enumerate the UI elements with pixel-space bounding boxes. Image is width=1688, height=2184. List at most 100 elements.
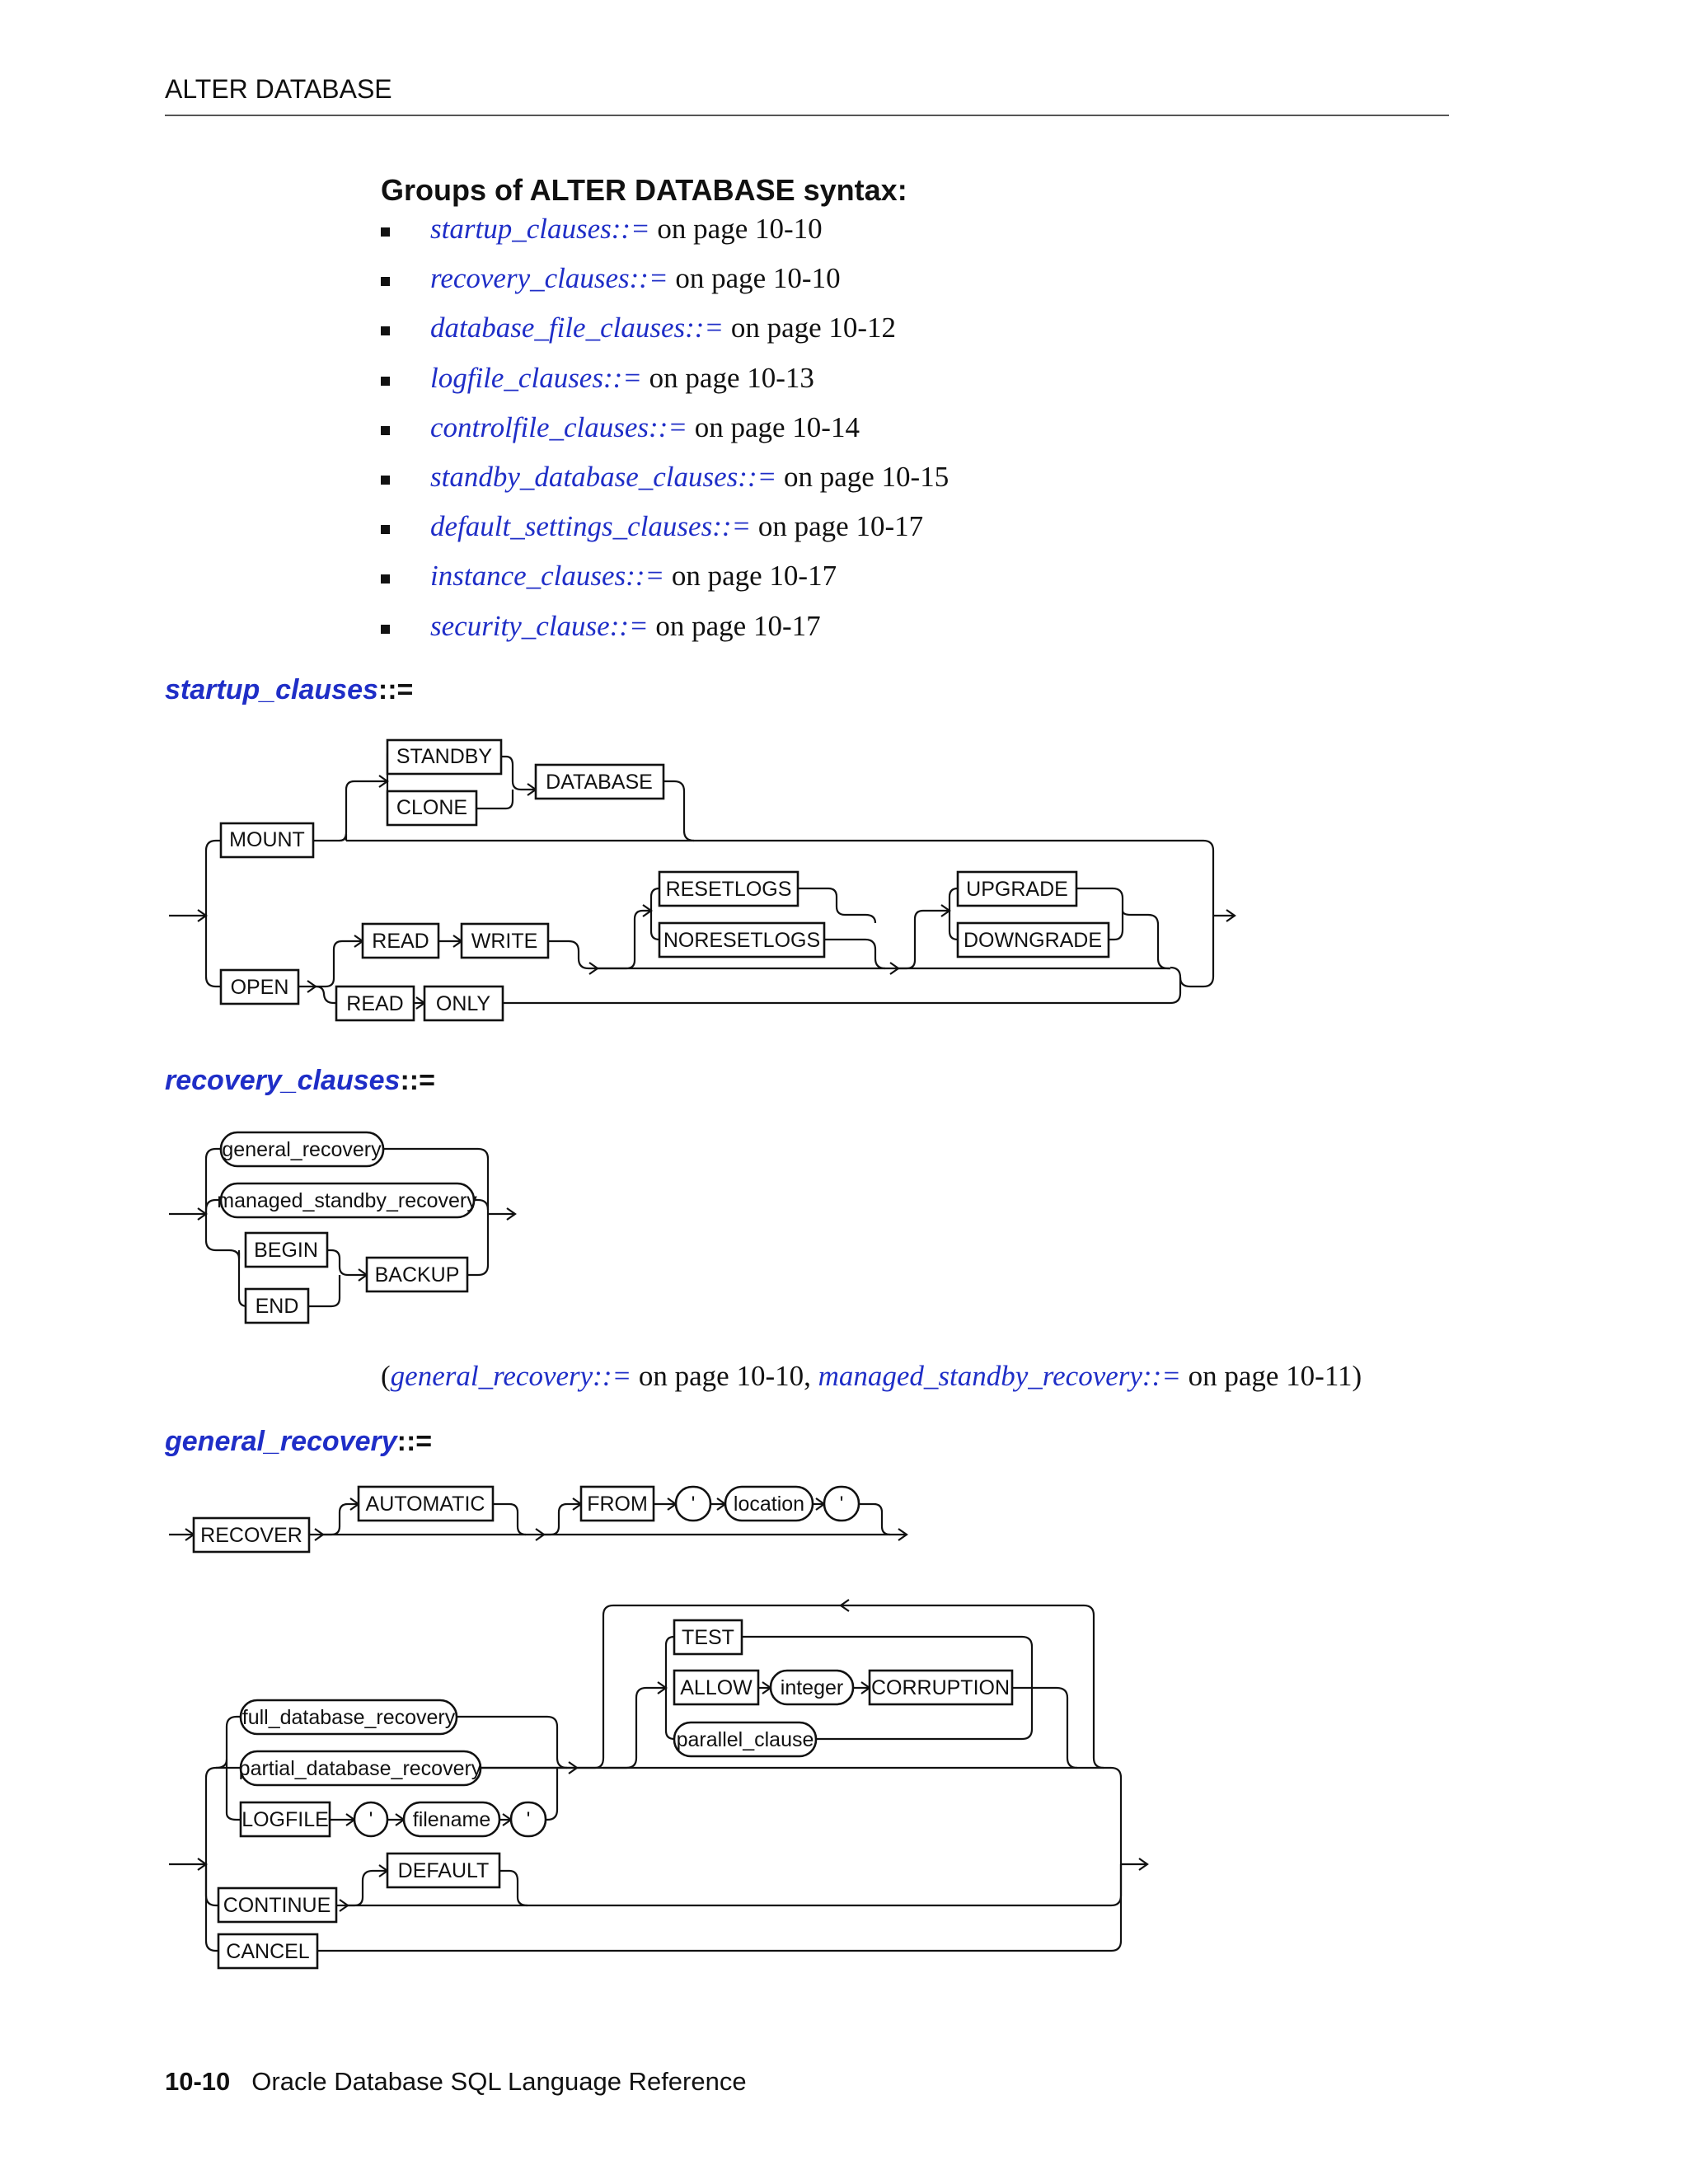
database-file-clauses-link[interactable]: database_file_clauses::= — [430, 312, 724, 344]
parallel-clause-label: parallel_clause — [677, 1728, 814, 1751]
startup-clauses-heading[interactable]: startup_clauses::= — [165, 674, 413, 706]
instance-clauses-link[interactable]: instance_clauses::= — [430, 560, 665, 593]
location-label: location — [734, 1493, 804, 1516]
upgrade-label: UPGRADE — [966, 878, 1068, 901]
open-label: OPEN — [231, 976, 289, 999]
bullet-icon — [381, 574, 390, 584]
heading-operator: ::= — [377, 674, 414, 705]
resetlogs-box — [658, 870, 799, 907]
general-recovery-heading[interactable]: general_recovery::= — [165, 1426, 432, 1458]
recovery-xref: (general_recovery::= on page 10-10, mana… — [381, 1360, 1362, 1393]
logfile-clauses-link[interactable]: logfile_clauses::= — [430, 361, 642, 394]
quote-box — [353, 1801, 389, 1838]
test-label: TEST — [682, 1626, 734, 1649]
page-ref: on page 10-12 — [730, 312, 897, 344]
automatic-box — [357, 1485, 495, 1522]
read-label: READ — [372, 930, 429, 953]
database-box — [534, 763, 665, 800]
list-item: standby_database_clauses::= on page 10-1… — [381, 457, 949, 507]
automatic-label: AUTOMATIC — [366, 1493, 485, 1516]
recover-box — [192, 1516, 311, 1554]
standby-database-clauses-link[interactable]: standby_database_clauses::= — [430, 460, 777, 493]
continue-label: CONTINUE — [223, 1894, 331, 1917]
noresetlogs-label: NORESETLOGS — [663, 929, 820, 952]
default-settings-clauses-link[interactable]: default_settings_clauses::= — [430, 510, 752, 543]
startup-clauses-link[interactable]: startup_clauses::= — [430, 213, 650, 245]
controlfile-clauses-link[interactable]: controlfile_clauses::= — [430, 410, 687, 443]
list-item: recovery_clauses::= on page 10-10 — [381, 259, 949, 308]
downgrade-label: DOWNGRADE — [964, 929, 1102, 952]
filename-label: filename — [413, 1808, 491, 1831]
heading-operator: ::= — [396, 1426, 433, 1457]
noresetlogs-box — [658, 921, 826, 958]
partial-database-recovery-label: partial_database_recovery — [239, 1757, 482, 1780]
general-recovery-diagram: RECOVER AUTOMATIC FROM ' location ' TEST… — [169, 1485, 1149, 1970]
recovery-clauses-heading[interactable]: recovery_clauses::= — [165, 1065, 435, 1097]
general-recovery-link[interactable]: general_recovery::= — [390, 1360, 632, 1392]
partial-database-recovery-box — [239, 1750, 482, 1787]
quote-label: ' — [369, 1808, 373, 1831]
groups-title: Groups of ALTER DATABASE syntax: — [381, 173, 907, 207]
bullet-icon — [381, 624, 390, 634]
page-ref: on page 10-17 — [671, 560, 837, 593]
full-database-recovery-box — [239, 1699, 458, 1736]
security-clause-link[interactable]: security_clause::= — [430, 609, 649, 642]
recovery-clauses-link[interactable]: recovery_clauses::= — [430, 262, 668, 295]
bullet-icon — [381, 525, 390, 535]
quote-box — [509, 1801, 547, 1838]
xref-open: ( — [381, 1360, 391, 1392]
page-ref: on page 10-15 — [783, 460, 950, 493]
managed-standby-recovery-link[interactable]: managed_standby_recovery::= — [818, 1360, 1181, 1392]
from-label: FROM — [587, 1493, 648, 1516]
clone-label: CLONE — [396, 796, 467, 819]
bullet-icon — [381, 425, 390, 435]
mount-label: MOUNT — [229, 828, 305, 851]
parallel-clause-box — [673, 1721, 818, 1758]
startup-clauses-diagram: STANDBY CLONE DATABASE MOUNT RESETLOGS N… — [169, 738, 1236, 1022]
database-label: DATABASE — [546, 771, 653, 794]
quote-label: ' — [840, 1493, 844, 1516]
location-box — [724, 1485, 814, 1522]
managed-standby-recovery-label: managed_standby_recovery — [217, 1189, 477, 1212]
read-box — [361, 922, 440, 959]
list-item: default_settings_clauses::= on page 10-1… — [381, 507, 949, 556]
quote-box — [823, 1485, 860, 1522]
bullet-icon — [381, 326, 390, 336]
diagram-lines — [169, 1147, 517, 1308]
clone-box — [386, 790, 478, 827]
list-item: database_file_clauses::= on page 10-12 — [381, 308, 949, 358]
allow-box — [673, 1669, 760, 1706]
end-box — [244, 1287, 310, 1324]
recover-label: RECOVER — [200, 1524, 302, 1547]
full-database-recovery-label: full_database_recovery — [242, 1706, 456, 1729]
bullet-icon — [381, 277, 390, 287]
heading-name: recovery_clauses — [165, 1065, 401, 1096]
quote-label: ' — [527, 1808, 531, 1831]
test-box — [673, 1619, 743, 1656]
default-label: DEFAULT — [398, 1859, 490, 1882]
resetlogs-label: RESETLOGS — [666, 878, 792, 901]
begin-box — [244, 1231, 329, 1268]
upgrade-box — [956, 870, 1078, 907]
end-label: END — [256, 1295, 299, 1318]
list-item: security_clause::= on page 10-17 — [381, 607, 949, 656]
heading-name: startup_clauses — [165, 674, 378, 705]
cancel-box — [217, 1933, 319, 1970]
page-ref: on page 10-10 — [675, 262, 841, 295]
filename-box — [402, 1801, 501, 1838]
logfile-label: LOGFILE — [241, 1808, 329, 1831]
heading-operator: ::= — [400, 1065, 435, 1096]
integer-box — [769, 1669, 855, 1706]
corruption-label: CORRUPTION — [871, 1676, 1010, 1699]
standby-box — [386, 738, 503, 776]
from-box — [579, 1485, 655, 1522]
page-ref: on page 10-17 — [757, 510, 924, 543]
logfile-box — [239, 1801, 331, 1838]
general-recovery-box — [219, 1131, 385, 1168]
read-only-read-box — [335, 985, 415, 1022]
write-label: WRITE — [471, 930, 538, 953]
write-box — [460, 922, 550, 959]
open-box — [219, 968, 300, 1005]
xref-page1: on page 10-10, — [631, 1360, 818, 1392]
